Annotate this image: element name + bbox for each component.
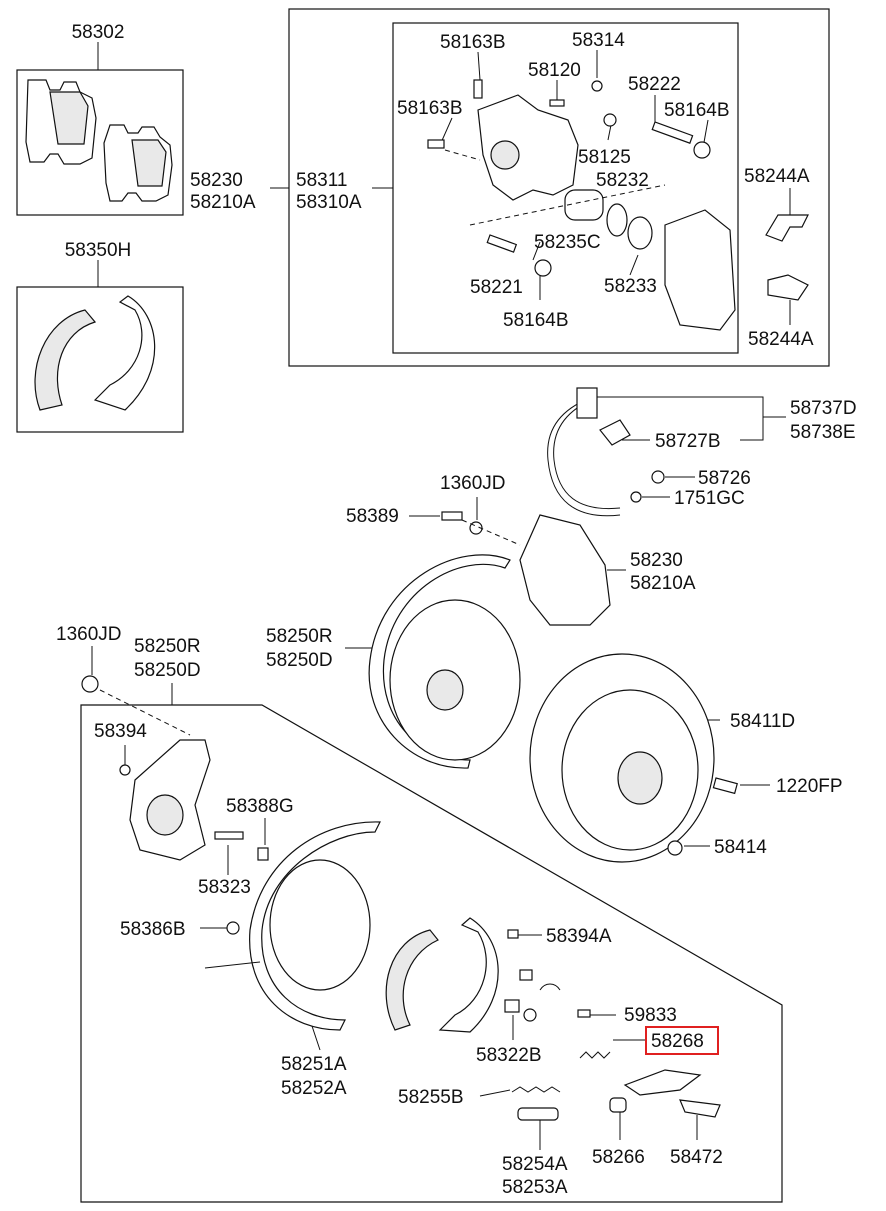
parking-shoes-illustration: [34, 295, 156, 411]
label-58244a-b: 58244A: [748, 329, 814, 350]
bracket-illustration: [129, 739, 269, 861]
dust-shield-illustration: [204, 821, 381, 1031]
label-58210a-mid: 58210A: [630, 573, 696, 594]
label-58222: 58222: [628, 74, 681, 95]
label-1360jd-a: 1360JD: [440, 473, 506, 494]
label-58323: 58323: [198, 877, 251, 898]
label-58230-top: 58230: [190, 170, 243, 191]
label-58254a: 58254A: [502, 1154, 568, 1175]
highlight-58268: [645, 1026, 719, 1055]
label-58266: 58266: [592, 1147, 645, 1168]
label-58120: 58120: [528, 60, 581, 81]
label-58232: 58232: [596, 170, 649, 191]
label-58164b-b: 58164B: [503, 310, 569, 331]
label-58252a: 58252A: [281, 1078, 347, 1099]
label-58268: 58268: [651, 1031, 704, 1052]
label-58233: 58233: [604, 276, 657, 297]
label-58235c: 58235C: [534, 232, 601, 253]
label-58394a: 58394A: [546, 926, 612, 947]
label-58250r-b: 58250R: [134, 636, 201, 657]
washer-1360jd: [81, 675, 99, 693]
bolt-58394: [119, 764, 131, 776]
label-58250d-b: 58250D: [134, 660, 201, 681]
label-58310a: 58310A: [296, 192, 362, 213]
label-58414: 58414: [714, 837, 767, 858]
label-58411d: 58411D: [730, 711, 795, 732]
label-58250d-a: 58250D: [266, 650, 333, 671]
backing-plate-illustration: [368, 554, 521, 769]
brake-pads-illustration: [25, 79, 173, 202]
label-58244a-a: 58244A: [744, 166, 810, 187]
label-58210a-top: 58210A: [190, 192, 256, 213]
label-1751gc: 1751GC: [674, 488, 745, 509]
label-58350h: 58350H: [65, 240, 132, 261]
label-58230-mid: 58230: [630, 550, 683, 571]
brake-pad-box: [16, 69, 184, 216]
label-58727b: 58727B: [655, 431, 721, 452]
label-59833: 59833: [624, 1005, 677, 1026]
lower-shoes-illustration: [385, 917, 591, 1033]
label-58163b-b: 58163B: [397, 98, 463, 119]
label-58255b: 58255B: [398, 1087, 464, 1108]
label-1360jd-b: 1360JD: [56, 624, 122, 645]
label-58125: 58125: [578, 147, 631, 168]
label-58314: 58314: [572, 30, 625, 51]
label-58250r-a: 58250R: [266, 626, 333, 647]
brake-rotor-illustration: [529, 653, 738, 863]
rear-caliper-illustration: [441, 511, 611, 626]
label-58738e: 58738E: [790, 422, 856, 443]
label-58389: 58389: [346, 506, 399, 527]
label-58322b: 58322B: [476, 1045, 542, 1066]
label-58221: 58221: [470, 277, 523, 298]
label-58251a: 58251A: [281, 1054, 347, 1075]
springs-illustration: [511, 1051, 721, 1121]
label-58164b-a: 58164B: [664, 100, 730, 121]
backing-plate-box: [80, 704, 783, 1203]
label-58472: 58472: [670, 1147, 723, 1168]
label-58386b: 58386B: [120, 919, 186, 940]
label-58163b-a: 58163B: [440, 32, 506, 53]
label-58737d: 58737D: [790, 398, 857, 419]
label-58388g: 58388G: [226, 796, 294, 817]
label-58726: 58726: [698, 468, 751, 489]
brake-hose-illustration: [547, 387, 665, 517]
label-58311: 58311: [296, 170, 347, 191]
label-1220fp: 1220FP: [776, 776, 843, 797]
clips-illustration: [765, 214, 809, 301]
parking-shoe-box: [16, 286, 184, 433]
label-58394: 58394: [94, 721, 147, 742]
label-58302: 58302: [72, 22, 125, 43]
label-58253a: 58253A: [502, 1177, 568, 1198]
caliper-assembly-illustration: [427, 79, 736, 331]
